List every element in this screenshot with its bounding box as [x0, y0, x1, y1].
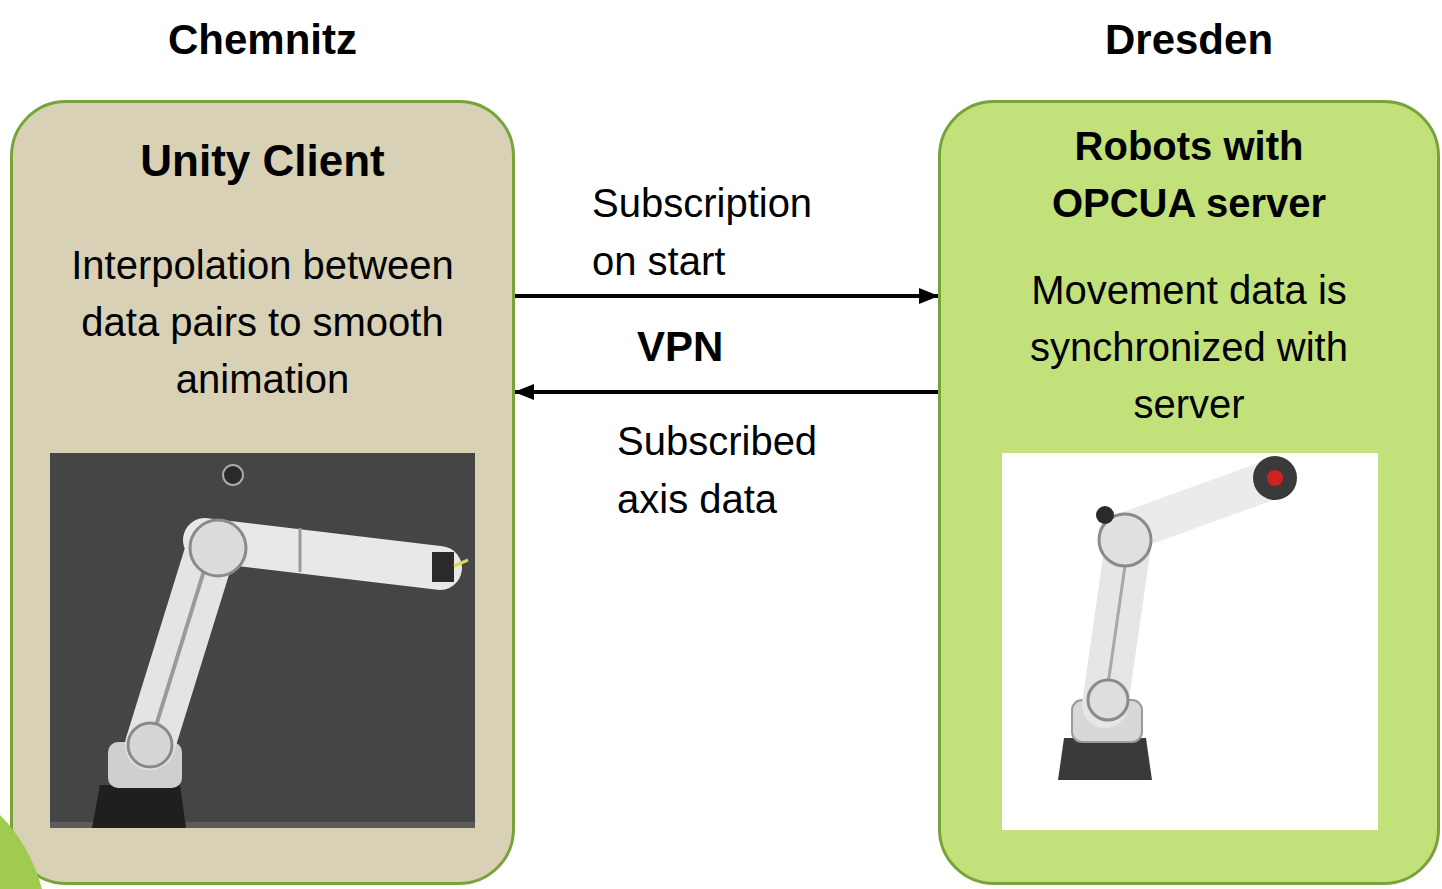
robot-base: [1058, 738, 1152, 780]
robot-flange: [432, 552, 454, 582]
robot-tool: [454, 560, 468, 566]
robot-arm-line: [1105, 545, 1128, 705]
box-body: Interpolation between data pairs to smoo…: [33, 237, 493, 408]
robot-bolt: [223, 465, 243, 485]
site-box: DresdenRobots with OPCUA serverMovement …: [938, 100, 1440, 885]
robot-lower-arm: [1105, 545, 1128, 705]
robot-bolt: [1096, 506, 1114, 524]
box-title: Unity Client: [28, 129, 498, 192]
network-label: VPN: [637, 322, 723, 372]
site-heading: Dresden: [949, 15, 1429, 65]
robot-joint: [1088, 680, 1128, 720]
data-arrow: [515, 390, 938, 394]
box-body: Movement data is synchronized with serve…: [979, 262, 1399, 433]
photo-background: [1002, 453, 1378, 830]
robot-joint: [128, 723, 172, 767]
box-title: Robots with OPCUA server: [999, 118, 1379, 232]
robot-turret: [108, 742, 182, 788]
arrow-label: Subscribed axis data: [617, 412, 887, 528]
render-background: [50, 453, 475, 828]
robot-joint: [1099, 514, 1151, 566]
arrow-label: Subscription on start: [592, 174, 862, 290]
robot-arm-seam: [299, 528, 302, 572]
robot-upper-arm: [1118, 480, 1270, 535]
data-arrow: [515, 294, 938, 298]
robot-arm-line: [150, 545, 212, 745]
template-wedge: [0, 815, 42, 889]
robot-head: [1253, 456, 1297, 500]
site-box: ChemnitzUnity ClientInterpolation betwee…: [10, 100, 515, 885]
robot-joint: [190, 520, 246, 576]
robot-base: [92, 785, 186, 828]
real-robot-photo: [1002, 453, 1378, 830]
render-floor: [50, 822, 475, 828]
site-heading: Chemnitz: [23, 15, 503, 65]
robot-turret: [1072, 700, 1142, 742]
unity-robot-render: [50, 453, 475, 828]
robot-lower-arm: [150, 545, 212, 745]
robot-upper-arm: [205, 540, 440, 568]
robot-head-light: [1267, 470, 1283, 486]
